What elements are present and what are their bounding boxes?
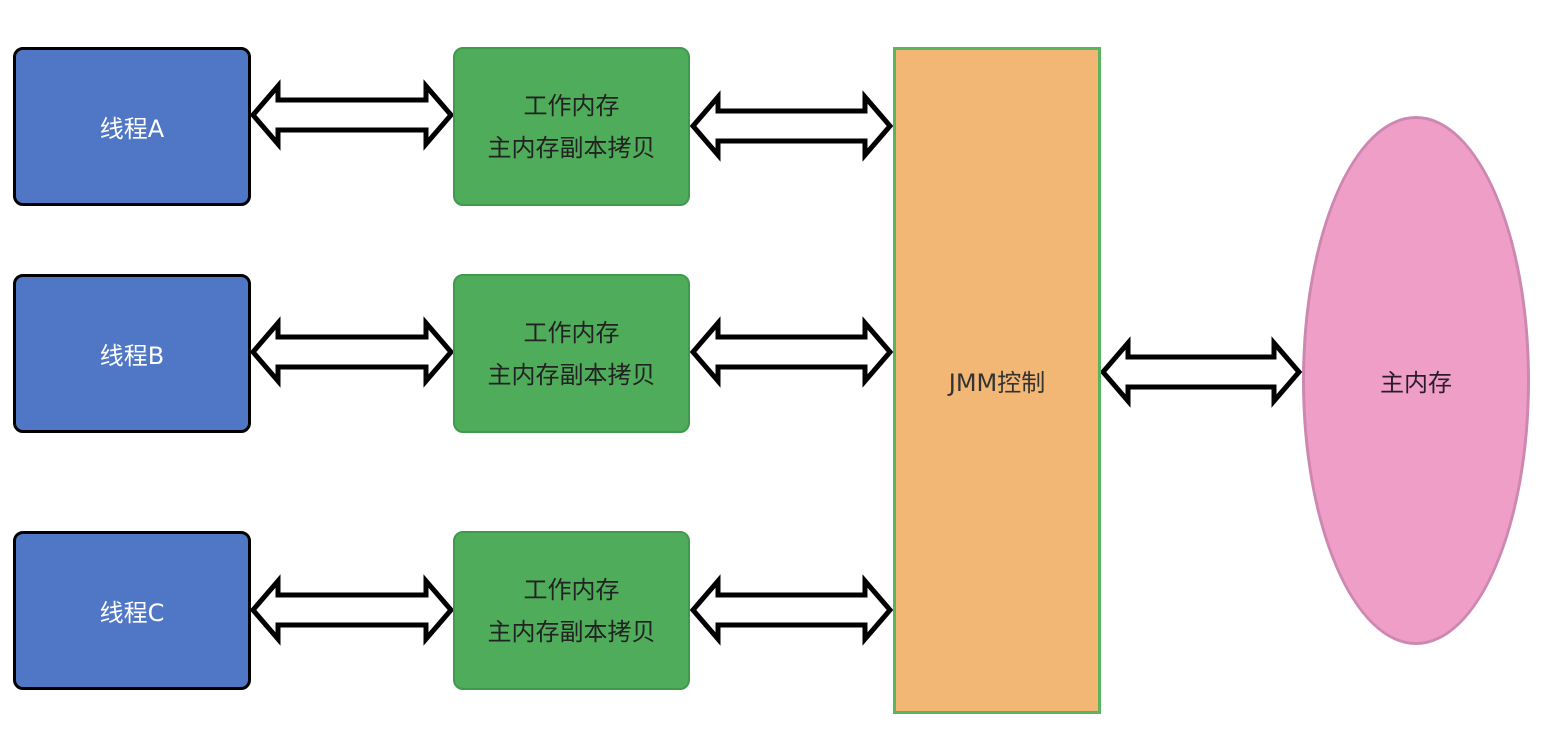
jmm-control-box[interactable]: JMM控制	[893, 47, 1101, 714]
working-memory-b-subtitle: 主内存副本拷贝	[487, 360, 656, 389]
thread-b-label: 线程B	[99, 342, 165, 370]
working-memory-c-box[interactable]: 工作内存 主内存副本拷贝	[453, 531, 690, 690]
working-memory-c-title: 工作内存	[523, 575, 620, 604]
thread-a-label: 线程A	[99, 115, 165, 143]
working-memory-a-subtitle: 主内存副本拷贝	[487, 133, 656, 162]
main-memory-ellipse[interactable]: 主内存	[1302, 116, 1530, 645]
arrow-work-a-to-jmm	[689, 90, 894, 162]
arrow-thread-a-to-work	[249, 79, 455, 151]
thread-a-box[interactable]: 线程A	[13, 47, 251, 206]
thread-c-label: 线程C	[99, 599, 165, 627]
working-memory-b-box[interactable]: 工作内存 主内存副本拷贝	[453, 274, 690, 433]
thread-c-box[interactable]: 线程C	[13, 531, 251, 690]
arrow-jmm-to-main-memory	[1099, 336, 1303, 408]
arrow-thread-c-to-work	[249, 574, 455, 646]
thread-b-box[interactable]: 线程B	[13, 274, 251, 433]
working-memory-b-title: 工作内存	[523, 318, 620, 347]
arrow-thread-b-to-work	[249, 316, 455, 388]
working-memory-a-title: 工作内存	[523, 91, 620, 120]
working-memory-c-subtitle: 主内存副本拷贝	[487, 617, 656, 646]
jmm-control-label: JMM控制	[948, 369, 1046, 397]
arrow-work-c-to-jmm	[689, 574, 894, 646]
arrow-work-b-to-jmm	[689, 316, 894, 388]
main-memory-label: 主内存	[1380, 369, 1452, 397]
working-memory-a-box[interactable]: 工作内存 主内存副本拷贝	[453, 47, 690, 206]
